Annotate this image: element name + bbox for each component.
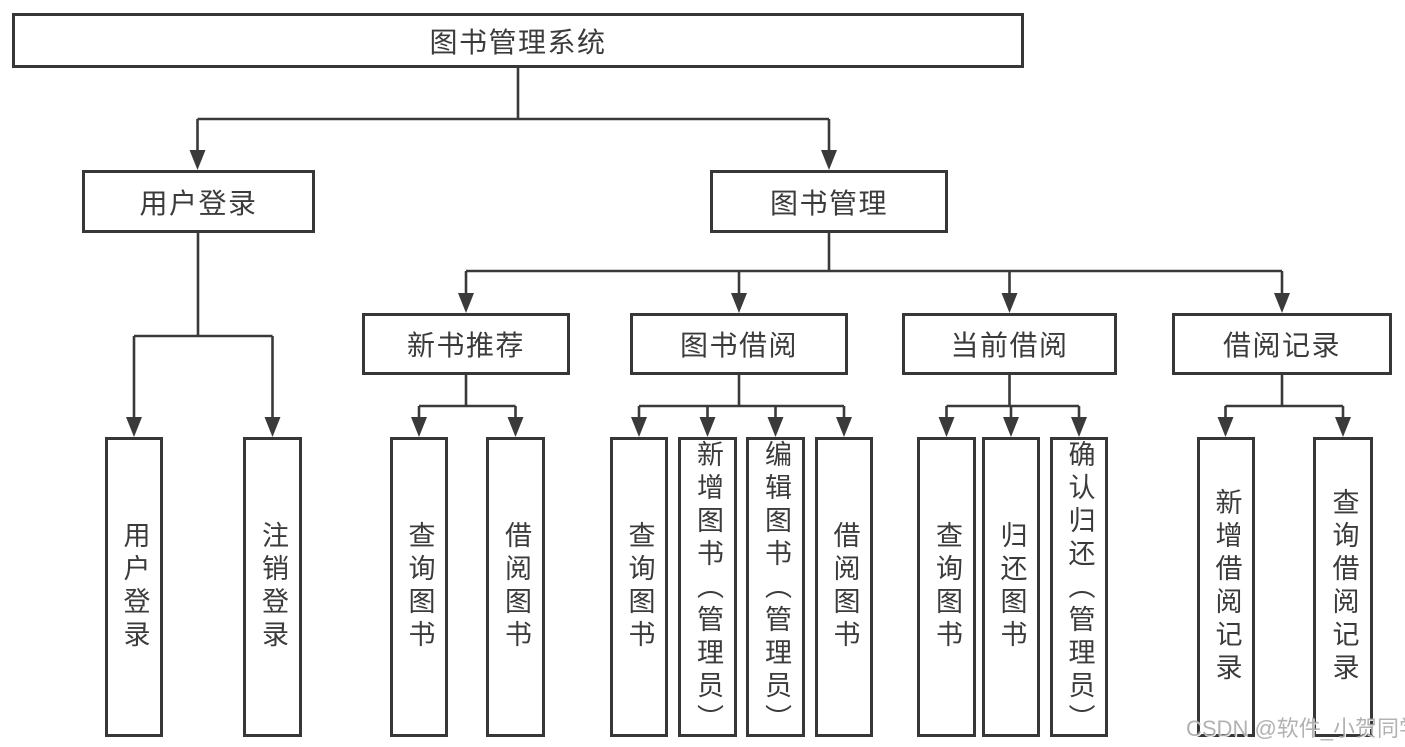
arrowhead-icon xyxy=(411,417,524,437)
node-borrowing-records: 借阅记录 xyxy=(1172,313,1392,375)
leaf-label: 归还图书 xyxy=(996,521,1027,653)
leaf-label: 新增图书（管理员） xyxy=(693,440,723,737)
arrowhead-icon xyxy=(631,417,852,437)
arrowhead-icon xyxy=(189,150,837,170)
leaf-label: 查询图书 xyxy=(404,521,435,653)
arrowhead-icon xyxy=(126,417,281,437)
arrowhead-icon xyxy=(938,417,1087,437)
node-label: 当前借阅 xyxy=(950,330,1069,361)
edges-book-borrow xyxy=(631,375,852,437)
leaf-confirm-return-admin: 确认归还（管理员） xyxy=(1050,437,1108,737)
node-label: 用户登录 xyxy=(139,187,258,219)
node-label: 新书推荐 xyxy=(406,330,525,361)
node-label: 图书管理 xyxy=(769,187,888,219)
leaf-label: 借阅图书 xyxy=(501,521,531,653)
node-label: 图书借阅 xyxy=(679,330,798,361)
leaf-return-books: 归还图书 xyxy=(982,437,1040,737)
leaf-label: 查询借阅记录 xyxy=(1328,488,1359,686)
edges-book-mgmt xyxy=(458,233,1290,313)
leaf-label: 新增借阅记录 xyxy=(1211,488,1242,686)
leaf-query-books-new-rec: 查询图书 xyxy=(390,437,448,737)
leaf-user-login: 用户登录 xyxy=(105,437,163,737)
leaf-label: 编辑图书（管理员） xyxy=(761,440,791,737)
node-book-management-system: 图书管理系统 xyxy=(12,13,1024,68)
leaf-add-books-admin: 新增图书（管理员） xyxy=(678,437,737,737)
edges-new-book-rec xyxy=(411,375,524,437)
leaf-add-borrow-record: 新增借阅记录 xyxy=(1197,437,1255,737)
leaf-query-books-borrowing: 查询图书 xyxy=(610,437,668,737)
leaf-label: 查询图书 xyxy=(932,521,962,653)
node-book-borrowing: 图书借阅 xyxy=(630,313,848,375)
node-user-login: 用户登录 xyxy=(82,170,315,233)
leaf-borrow-books-borrowing: 借阅图书 xyxy=(815,437,873,737)
leaf-label: 借阅图书 xyxy=(829,521,860,653)
leaf-logout: 注销登录 xyxy=(243,437,302,737)
leaf-label: 用户登录 xyxy=(119,521,150,653)
node-label: 借阅记录 xyxy=(1222,330,1341,361)
leaf-query-borrow-record: 查询借阅记录 xyxy=(1313,437,1373,737)
edges-current-borrow xyxy=(938,375,1087,437)
edges-borrow-records xyxy=(1217,375,1351,437)
node-current-borrowing: 当前借阅 xyxy=(902,313,1117,375)
arrowhead-icon xyxy=(1217,417,1351,437)
leaf-borrow-books-new-rec: 借阅图书 xyxy=(486,437,545,737)
node-label: 图书管理系统 xyxy=(429,26,607,58)
node-new-book-recommendation: 新书推荐 xyxy=(362,313,570,375)
leaf-label: 确认归还（管理员） xyxy=(1064,440,1095,737)
leaf-label: 查询图书 xyxy=(624,521,655,653)
leaf-label: 注销登录 xyxy=(258,521,288,653)
leaf-edit-books-admin: 编辑图书（管理员） xyxy=(746,437,805,737)
leaf-query-books-current: 查询图书 xyxy=(917,437,976,737)
edges-root xyxy=(189,68,837,170)
edges-user-login xyxy=(126,233,281,437)
arrowhead-icon xyxy=(458,293,1290,313)
node-book-management: 图书管理 xyxy=(710,170,948,233)
csdn-watermark: CSDN @软件_小贺同学 xyxy=(1186,716,1405,741)
